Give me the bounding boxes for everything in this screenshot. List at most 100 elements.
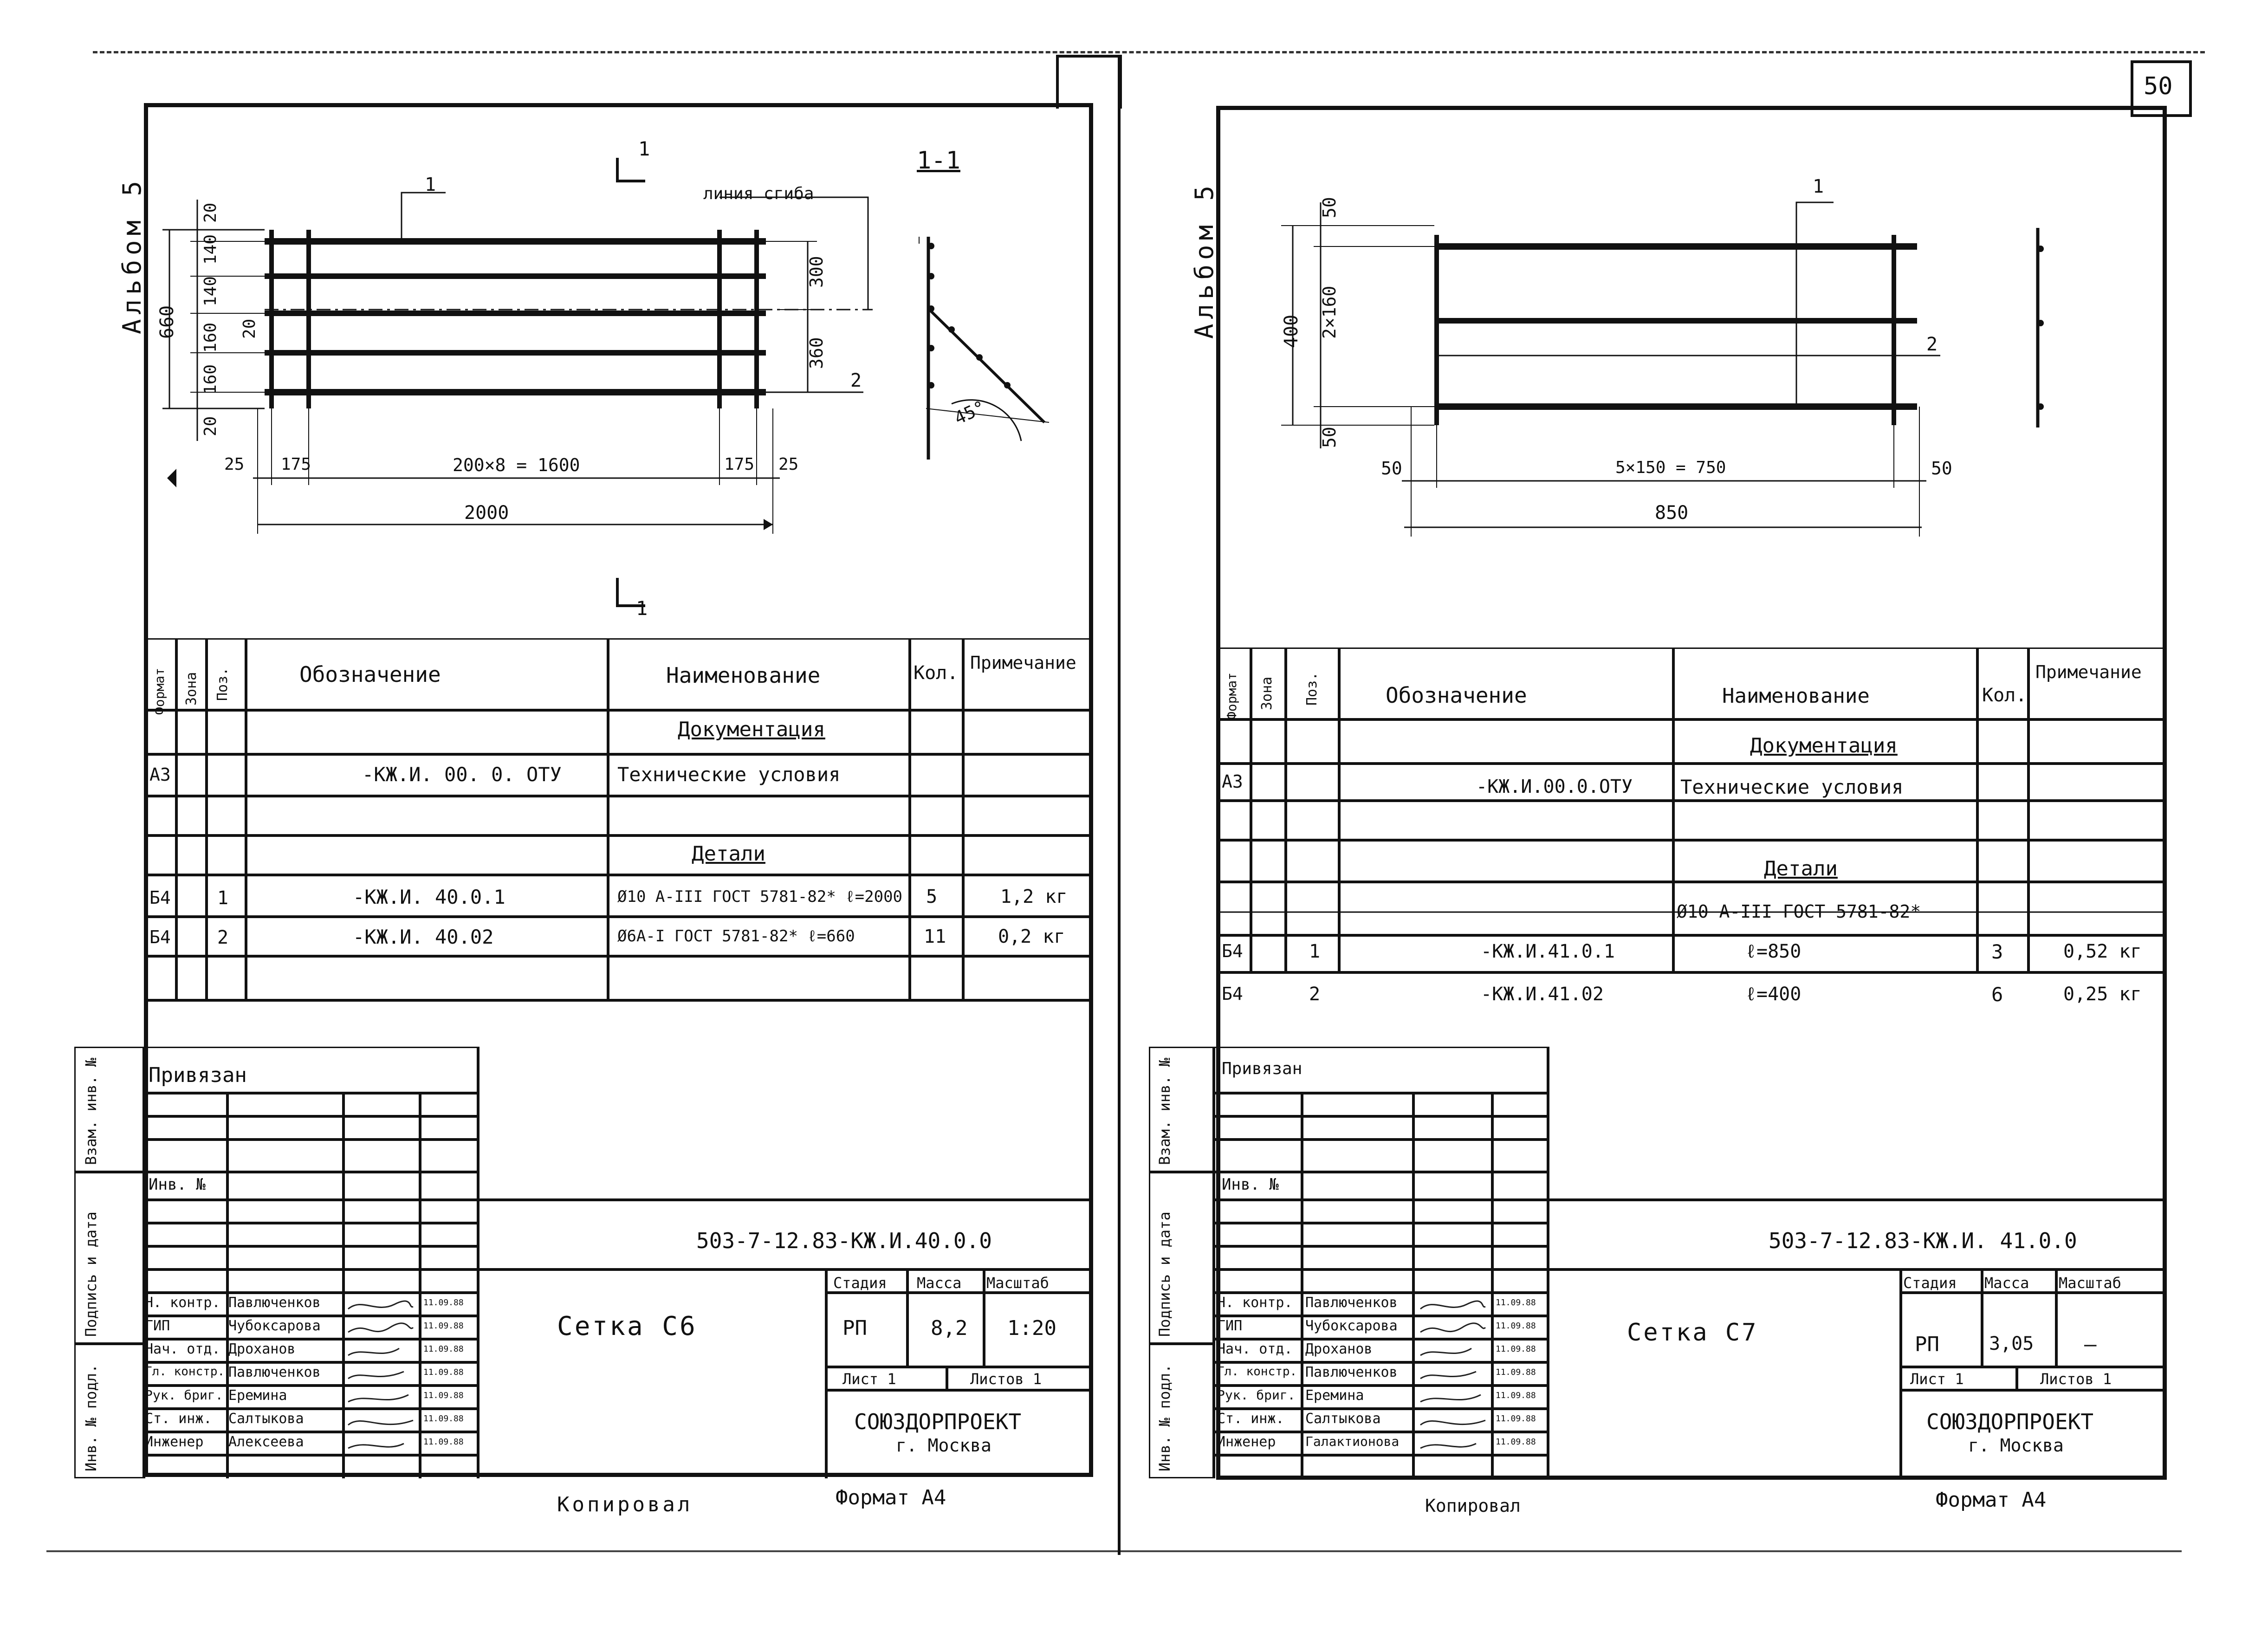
- person-role: Нач. отд.: [1217, 1341, 1293, 1357]
- right-material: Ø10 А-III ГОСТ 5781-82*: [1677, 901, 1921, 922]
- person-name: Дроханов: [1305, 1341, 1373, 1357]
- right-stage-header: Стадия: [1903, 1274, 1957, 1292]
- left-spec-grid: [144, 638, 1093, 1002]
- left-row1-note: 1,2 кг: [1000, 886, 1068, 907]
- pos-1-callout: 1: [425, 174, 436, 195]
- right-mass: 3,05: [1989, 1333, 2034, 1354]
- left-copied: Копировал: [557, 1493, 693, 1516]
- person-role: Инженер: [1217, 1434, 1276, 1450]
- right-col-name-header: Наименование: [1722, 684, 1870, 708]
- right-dim-50b: 50: [1319, 427, 1340, 448]
- person-date: 11.09.88: [423, 1298, 464, 1308]
- person-role: Инженер: [145, 1434, 204, 1450]
- person-name: Дроханов: [228, 1341, 296, 1357]
- dim-140a: 140: [201, 234, 220, 265]
- person-name: Павлюченков: [228, 1295, 321, 1311]
- left-doc-name: Технические условия: [617, 763, 841, 786]
- right-album-label: Альбом 5: [1190, 181, 1219, 339]
- right-doc-name: Технические условия: [1680, 776, 1904, 798]
- pos-2-callout: 2: [850, 370, 862, 391]
- person-name: Салтыкова: [228, 1411, 304, 1427]
- person-name: Еремина: [228, 1387, 287, 1404]
- person-role: Ст. инж.: [1217, 1411, 1284, 1427]
- left-row1-qty: 5: [926, 886, 938, 907]
- section-arrow-label-bottom: 1: [636, 597, 648, 620]
- left-signatures: [348, 1300, 414, 1449]
- person-date: 11.09.88: [1496, 1414, 1536, 1424]
- right-dim-750: 5×150 = 750: [1615, 458, 1726, 477]
- person-date: 11.09.88: [1496, 1344, 1536, 1354]
- right-row2-format: Б4: [1222, 984, 1243, 1004]
- left-mesh-drawing: [162, 158, 1050, 607]
- person-name: Галактионова: [1305, 1434, 1400, 1449]
- person-date: 11.09.88: [1496, 1391, 1536, 1400]
- right-dim-50d: 50: [1931, 458, 1952, 479]
- person-name: Чубоксарова: [1305, 1318, 1398, 1334]
- right-row1-note: 0,52 кг: [2063, 941, 2142, 962]
- right-dim-50c: 50: [1381, 458, 1402, 479]
- left-format: Формат А4: [836, 1486, 946, 1509]
- right-sheet-title: Сетка С7: [1627, 1319, 1758, 1347]
- person-name: Чубоксарова: [228, 1318, 321, 1334]
- left-side-label-3: Инв. № подл.: [82, 1364, 100, 1471]
- left-city: г. Москва: [896, 1435, 991, 1456]
- right-pos-1-callout: 1: [1813, 176, 1824, 197]
- right-scale: –: [2084, 1333, 2097, 1356]
- person-role: Гл. констр.: [1217, 1365, 1297, 1379]
- right-row2-pos: 2: [1309, 984, 1321, 1005]
- left-col-designation-header: Обозначение: [299, 662, 441, 687]
- person-date: 11.09.88: [423, 1391, 464, 1400]
- right-col-qty-header: Кол.: [1982, 685, 2027, 706]
- person-date: 11.09.88: [1496, 1298, 1536, 1308]
- right-format: Формат А4: [1936, 1488, 2047, 1512]
- dim-1600: 200×8 = 1600: [453, 455, 580, 475]
- section-arrow-label-top: 1: [638, 137, 650, 160]
- left-side-label-2: Подпись и дата: [82, 1211, 100, 1337]
- person-date: 11.09.88: [423, 1321, 464, 1331]
- left-col-zone-header: Зона: [183, 672, 200, 706]
- left-title-block-grid: [74, 1047, 1093, 1478]
- left-inv-no: Инв. №: [149, 1175, 206, 1194]
- dim-140b: 140: [201, 276, 220, 306]
- left-col-format-header: Формат: [152, 667, 167, 715]
- dim-175a: 175: [281, 455, 311, 474]
- person-date: 11.09.88: [1496, 1321, 1536, 1331]
- person-name: Алексеева: [228, 1434, 304, 1450]
- left-mass: 8,2: [931, 1316, 968, 1340]
- right-doc-section: Документация: [1750, 734, 1898, 758]
- right-scale-header: Масштаб: [2059, 1274, 2121, 1292]
- person-role: ГИП: [1217, 1318, 1243, 1334]
- person-role: Гл. констр.: [145, 1365, 225, 1379]
- left-row1-name: Ø10 А-III ГОСТ 5781-82* ℓ=2000: [617, 887, 903, 906]
- dim-660: 660: [156, 305, 178, 339]
- person-date: 11.09.88: [423, 1414, 464, 1424]
- left-stage-header: Стадия: [833, 1274, 887, 1292]
- person-date: 11.09.88: [1496, 1437, 1536, 1447]
- left-row2-designation: -КЖ.И. 40.02: [353, 926, 494, 948]
- divider-tab: [1056, 55, 1122, 109]
- right-dim-2x160: 2×160: [1319, 285, 1340, 339]
- right-doc-code: 503-7-12.83-КЖ.И. 41.0.0: [1769, 1228, 2077, 1253]
- left-org: СОЮЗДОРПРОЕКТ: [854, 1409, 1022, 1434]
- page-divider: [1118, 56, 1121, 1555]
- right-side-label-2: Подпись и дата: [1156, 1211, 1173, 1337]
- person-name: Павлюченков: [1305, 1295, 1398, 1311]
- person-role: Н. контр.: [1217, 1295, 1293, 1311]
- right-dim-850: 850: [1655, 502, 1689, 524]
- left-doc-code: 503-7-12.83-КЖ.И.40.0.0: [696, 1228, 992, 1253]
- dim-20c: 20: [201, 416, 220, 436]
- right-row1-name: ℓ=850: [1745, 941, 1801, 962]
- right-row2-qty: 6: [1991, 983, 2003, 1006]
- left-album-label: Альбом 5: [117, 176, 147, 334]
- right-row2-name: ℓ=400: [1745, 984, 1801, 1005]
- page-number: 50: [2144, 72, 2173, 100]
- right-title-block-grid: [1149, 1047, 2165, 1478]
- person-date: 11.09.88: [423, 1437, 464, 1447]
- dim-20a: 20: [201, 202, 220, 223]
- right-side-label-1: Взам. инв. №: [1156, 1057, 1173, 1165]
- right-privyazan: Привязан: [1222, 1059, 1302, 1078]
- left-row2-name: Ø6А-I ГОСТ 5781-82* ℓ=660: [617, 927, 855, 946]
- person-role: Рук. бриг.: [145, 1387, 223, 1403]
- dim-25b: 25: [778, 455, 799, 474]
- dim-2000: 2000: [464, 502, 509, 524]
